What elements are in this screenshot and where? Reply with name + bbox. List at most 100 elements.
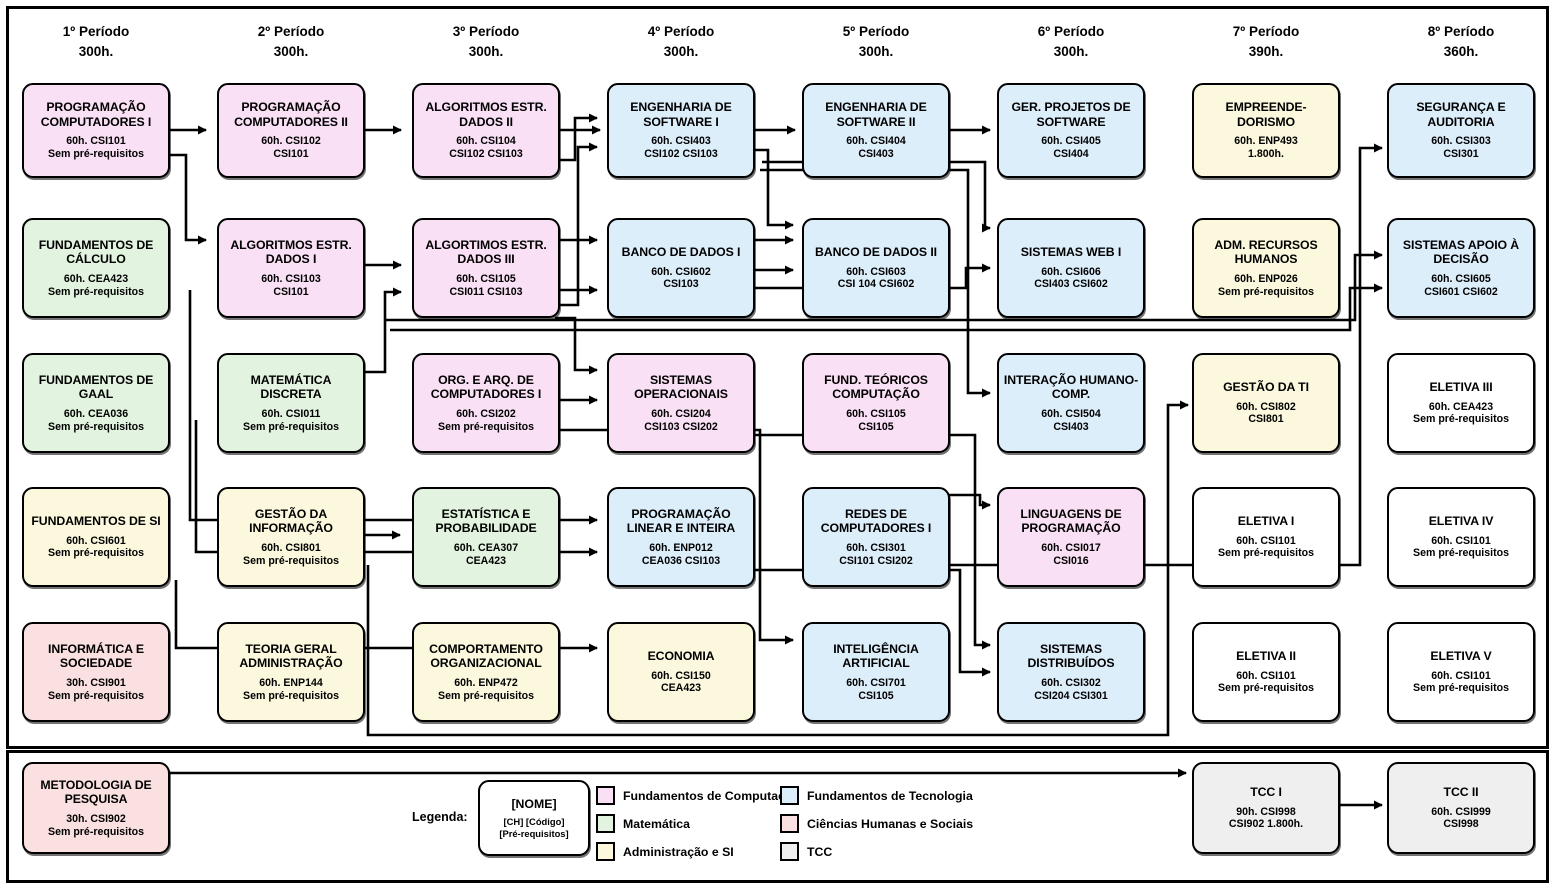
course-hours-code: 60h. CSI017 [1041, 541, 1101, 554]
course-hours-code: 60h. ENP026 [1234, 272, 1298, 285]
legend-right-item: TCC [780, 842, 973, 861]
period-hours: 360h. [1443, 43, 1479, 59]
course-name: SISTEMAS APOIO À DECISÃO [1402, 237, 1520, 267]
course-prerequisites: CSI105 [858, 689, 894, 702]
course-prerequisites: Sem pré-requisitos [243, 420, 339, 433]
course-name: PROGRAMAÇÃO LINEAR E INTEIRA [626, 506, 736, 536]
course-prerequisites: CSI102 CSI103 [449, 148, 523, 160]
course-prerequisites: CSI 104 CSI602 [837, 278, 915, 291]
course-hours-code: 30h. CSI902 [66, 812, 126, 825]
course-hours-code: 60h. CSI102 [261, 135, 321, 148]
course-name: INFORMÁTICA E SOCIEDADE [48, 641, 144, 671]
course-prerequisites: Sem pré-requisitos [48, 420, 144, 433]
legend-sample-meta: [CH] [Código] [Pré-requisitos] [499, 816, 568, 840]
course-hours-code: 60h. CSI104 [456, 135, 516, 148]
legend-sample-code: [CH] [Código] [503, 815, 565, 827]
course-prerequisites: CEA036 CSI103 [641, 554, 721, 567]
course-hours-code: 60h. ENP012 [649, 541, 713, 554]
course-prerequisites: CSI102 CSI103 [644, 148, 718, 160]
course-prerequisites: Sem pré-requisitos [1413, 413, 1509, 426]
course-hours-code: 60h. CSI999 [1431, 805, 1491, 818]
course-prerequisites: CSI998 [1443, 818, 1479, 831]
course-name: ELETIVA III [1429, 380, 1493, 395]
period-label: 3º Período [452, 24, 520, 39]
course-name: PROGRAMAÇÃO COMPUTADORES II [234, 100, 348, 129]
course-name: GESTÃO DA TI [1223, 380, 1309, 395]
course-name: ALGORTIMOS ESTR. DADOS III [425, 237, 547, 267]
course-name: ELETIVA V [1430, 649, 1492, 664]
legend-swatch-tcc [780, 842, 799, 861]
course-name: BANCO DE DADOS I [621, 245, 741, 260]
course-name: TCC I [1250, 785, 1282, 800]
course-hours-code: 60h. CEA423 [1428, 400, 1494, 413]
course-prerequisites: Sem pré-requisitos [438, 689, 534, 702]
course-name: MATEMÁTICA DISCRETA [250, 372, 332, 402]
period-hours: 300h. [273, 43, 309, 59]
legend-sample-box: [NOME] [CH] [Código] [Pré-requisitos] [478, 780, 590, 856]
course-hours-code: 90h. CSI998 [1236, 805, 1296, 818]
course-hours-code: 60h. CSI150 [651, 669, 711, 682]
course-hours-code: 60h. CSI605 [1431, 272, 1491, 285]
course-name: ENGENHARIA DE SOFTWARE I [630, 100, 732, 129]
course-name: ADM. RECURSOS HUMANOS [1214, 237, 1318, 267]
